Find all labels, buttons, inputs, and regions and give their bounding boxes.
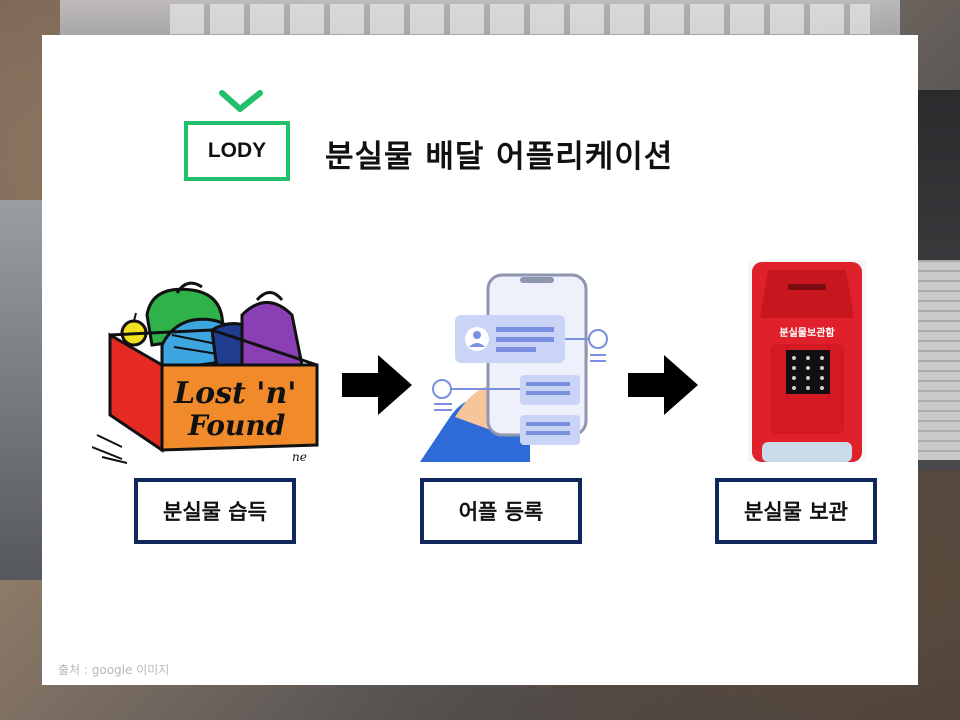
background-calendar — [918, 260, 960, 460]
logo-badge: LODY — [184, 121, 290, 181]
step-label: 어플 등록 — [458, 500, 544, 524]
check-icon — [219, 90, 263, 112]
slide-title: 분실물 배달 어플리케이션 — [325, 139, 674, 175]
arrow-right-icon — [628, 355, 698, 415]
step-label: 분실물 보관 — [744, 500, 848, 524]
lost-found-text-line1: Lost 'n' — [173, 376, 296, 411]
arrow-right-icon — [342, 355, 412, 415]
locker-label: 분실물보관함 — [779, 326, 835, 339]
step-store-lost-item: 분실물 보관 — [715, 478, 877, 544]
step-label: 분실물 습득 — [163, 500, 267, 524]
lost-found-text-line2: Found — [187, 409, 285, 442]
lost-and-found-box-illustration: Lost 'n' Found ne — [92, 281, 319, 464]
presentation-slide: LODY 분실물 배달 어플리케이션 Lost 'n' Found ne — [42, 35, 918, 685]
artist-signature: ne — [292, 450, 307, 464]
step-acquire-lost-item: 분실물 습득 — [134, 478, 296, 544]
phone-app-illustration — [420, 273, 608, 462]
lost-item-locker-illustration: 분실물보관함 — [748, 260, 866, 462]
image-source-note: 출처 : google 이미지 — [58, 663, 170, 677]
step-register-in-app: 어플 등록 — [420, 478, 582, 544]
background-device — [0, 200, 42, 580]
logo-text: LODY — [207, 139, 267, 162]
background-keyboard — [170, 4, 870, 34]
